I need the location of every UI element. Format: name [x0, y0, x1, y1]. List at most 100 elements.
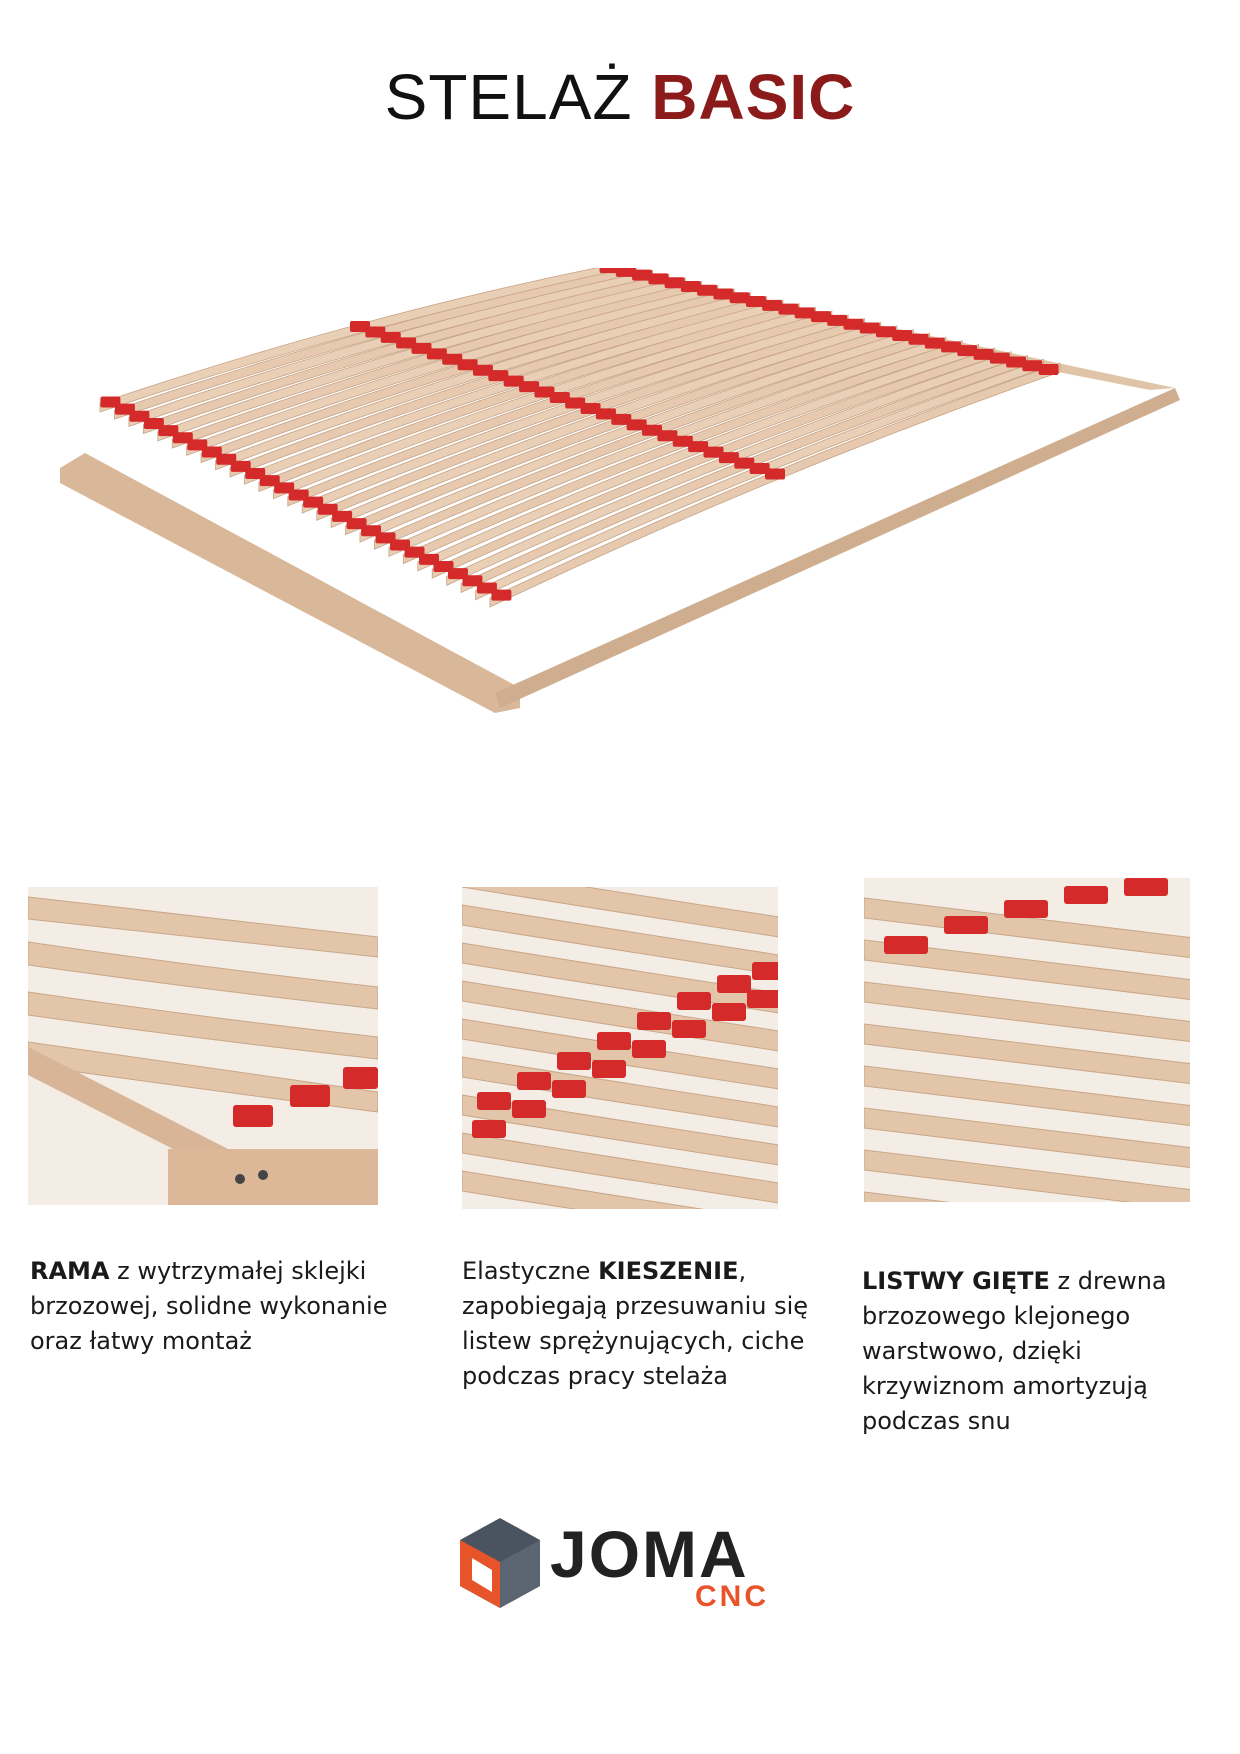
pocket — [1038, 363, 1059, 375]
detail-pockets-image — [462, 887, 778, 1209]
pocket — [717, 975, 751, 993]
pocket — [472, 1120, 506, 1138]
pocket — [396, 337, 417, 349]
pocket — [762, 299, 783, 311]
pocket — [599, 268, 620, 274]
pocket — [477, 1092, 511, 1110]
pocket — [810, 311, 831, 323]
pocket — [517, 1072, 551, 1090]
frame-rail-side — [495, 388, 1180, 708]
pocket — [1006, 356, 1027, 368]
pocket — [503, 375, 524, 387]
slat — [864, 1107, 1190, 1169]
pocket — [688, 441, 709, 453]
pocket — [672, 1020, 706, 1038]
bed-frame-illustration — [60, 268, 1180, 713]
feature-pockets-bold: KIESZENIE — [598, 1257, 739, 1285]
pocket — [729, 292, 750, 304]
pocket — [597, 1032, 631, 1050]
pocket — [491, 589, 512, 601]
feature-slats-text: LISTWY GIĘTE z drewna brzozowego klejone… — [862, 1267, 1167, 1435]
pocket — [426, 348, 447, 360]
rail-end — [168, 1149, 378, 1205]
slats-group — [99, 268, 1061, 608]
pocket — [442, 353, 463, 365]
title-light: STELAŻ — [384, 61, 633, 133]
pocket — [908, 333, 929, 345]
pocket — [941, 341, 962, 353]
pocket — [859, 322, 880, 334]
frame-rail-front — [60, 453, 520, 713]
slat — [864, 981, 1190, 1043]
pocket — [488, 370, 509, 382]
logo-sub: CNC — [695, 1580, 769, 1613]
page-title: STELAŻ BASIC — [0, 60, 1240, 134]
slat — [462, 887, 778, 938]
pocket — [595, 408, 616, 420]
pocket — [657, 430, 678, 442]
feature-pockets-text: Elastyczne KIESZENIE, zapobiegają przesu… — [462, 1257, 809, 1390]
pocket — [549, 392, 570, 404]
slat — [462, 1170, 705, 1209]
pocket — [697, 284, 718, 296]
pocket — [1022, 360, 1043, 372]
pocket — [712, 1003, 746, 1021]
pocket — [677, 992, 711, 1010]
pocket — [827, 314, 848, 326]
joma-cnc-logo: JOMA CNC — [450, 1510, 800, 1620]
pocket — [534, 386, 555, 398]
pocket — [615, 268, 636, 277]
slat — [864, 1065, 1190, 1127]
pocket — [1124, 878, 1168, 896]
pocket — [472, 364, 493, 376]
slat — [462, 1018, 778, 1090]
pocket — [557, 1052, 591, 1070]
pocket — [1004, 900, 1048, 918]
pocket — [703, 446, 724, 458]
slat — [864, 1023, 1190, 1085]
pocket — [642, 424, 663, 436]
pocket — [611, 413, 632, 425]
pocket — [1064, 886, 1108, 904]
pocket — [843, 318, 864, 330]
pocket — [734, 457, 755, 469]
pocket — [680, 280, 701, 292]
pocket — [365, 326, 386, 338]
pocket — [411, 342, 432, 354]
pocket — [672, 435, 693, 447]
pocket — [592, 1060, 626, 1078]
pocket — [565, 397, 586, 409]
pocket — [989, 352, 1010, 364]
pocket — [794, 307, 815, 319]
slat — [462, 1132, 778, 1204]
pocket — [892, 330, 913, 342]
pocket — [580, 402, 601, 414]
pocket — [637, 1012, 671, 1030]
pocket — [778, 303, 799, 315]
pocket — [350, 321, 370, 332]
pocket — [876, 326, 897, 338]
pocket — [512, 1100, 546, 1118]
pocket — [457, 359, 478, 371]
pocket — [957, 345, 978, 357]
pocket — [718, 452, 739, 464]
pockets-group — [100, 268, 1059, 601]
slat — [864, 939, 1190, 1001]
pocket — [884, 936, 928, 954]
pocket — [552, 1080, 586, 1098]
pocket — [713, 288, 734, 300]
pocket — [765, 468, 785, 480]
pocket — [632, 1040, 666, 1058]
logo-cube-icon — [460, 1518, 540, 1608]
feature-slats-bold: LISTWY GIĘTE — [862, 1267, 1050, 1295]
pocket — [973, 348, 994, 360]
pocket — [648, 273, 669, 285]
slat — [864, 1149, 1190, 1202]
pocket — [749, 463, 770, 475]
logo-name: JOMA — [550, 1517, 749, 1591]
slat — [864, 1191, 949, 1202]
feature-frame-text: RAMA z wytrzymałej sklejki brzozowej, so… — [30, 1257, 388, 1355]
detail-frame-image — [28, 887, 378, 1205]
pocket — [380, 331, 401, 343]
title-bold: BASIC — [651, 61, 856, 133]
